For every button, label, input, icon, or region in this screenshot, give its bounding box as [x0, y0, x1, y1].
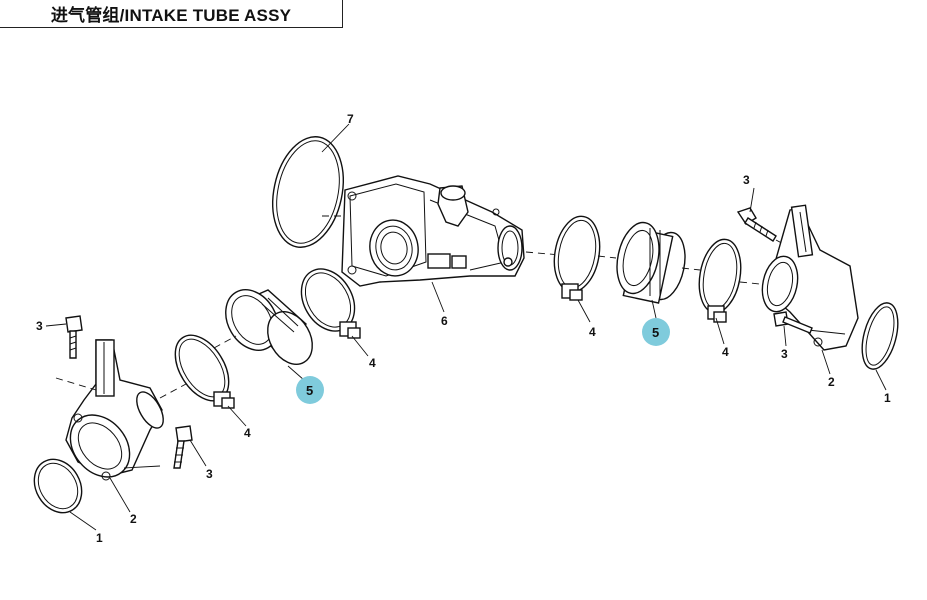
part-1-o-ring-left	[33, 458, 83, 514]
part-4-hose-clamp-left-b	[174, 334, 235, 409]
callout-3-left-upper: 3	[36, 319, 43, 333]
callout-5-left: 5	[306, 383, 313, 398]
part-2-intake-manifold-left	[65, 339, 164, 481]
part-4-hose-clamp-left-a	[300, 268, 361, 339]
callout-1-right: 1	[884, 391, 891, 405]
part-3-bolt-left-upper	[65, 315, 83, 359]
diagram-title: 进气管组/INTAKE TUBE ASSY	[50, 6, 292, 25]
part-7-o-ring	[272, 136, 344, 248]
part-1-o-ring-right	[861, 302, 899, 370]
part-6-throttle-body	[341, 175, 525, 287]
callout-4-right-a: 4	[589, 325, 596, 339]
callout-4-left-b: 4	[244, 426, 251, 440]
callout-3-right-upper: 3	[743, 173, 750, 187]
callout-7: 7	[347, 112, 354, 126]
callout-2-left: 2	[130, 512, 137, 526]
callout-3-right-lower: 3	[781, 347, 788, 361]
callout-1-left: 1	[96, 531, 103, 545]
callout-4-right-b: 4	[722, 345, 729, 359]
callout-4-left-a: 4	[369, 356, 376, 370]
leader-lines	[45, 123, 887, 531]
part-2-intake-manifold-right	[761, 204, 859, 351]
part-3-bolt-right-upper	[736, 207, 777, 242]
callout-3-left-lower: 3	[206, 467, 213, 481]
part-4-hose-clamp-right-b	[698, 238, 742, 323]
callout-5-right: 5	[652, 325, 659, 340]
title-box: 进气管组/INTAKE TUBE ASSY	[0, 0, 343, 28]
callout-5-highlight-left	[296, 376, 324, 404]
part-4-hose-clamp-right-a	[553, 215, 601, 301]
part-3-bolt-right-lower	[773, 311, 813, 334]
callout-2-right: 2	[828, 375, 835, 389]
callout-6: 6	[441, 314, 448, 328]
part-5-intake-sleeve-right	[616, 221, 686, 304]
callout-5-highlight-right	[642, 318, 670, 346]
part-5-intake-sleeve-left	[225, 289, 313, 365]
part-3-bolt-left-lower	[173, 425, 193, 469]
